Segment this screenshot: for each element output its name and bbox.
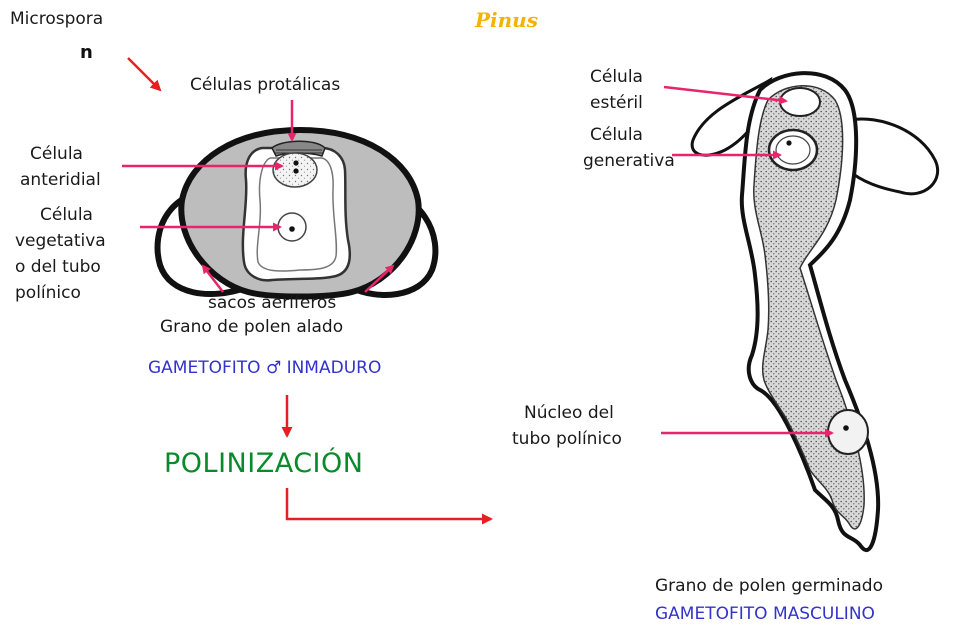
- arrow-to-germinated: [285, 488, 493, 525]
- sterile-label-line1: Célula: [590, 67, 643, 87]
- tube-nucleus: [827, 409, 869, 455]
- winged-pollen-grain: [154, 126, 439, 300]
- vegetative-label-line1: Célula: [40, 205, 93, 225]
- immature-stage-label: GAMETOFITO ♂ INMADURO: [148, 358, 382, 378]
- male-gametophyte-stage-label: GAMETOFITO MASCULINO: [655, 604, 875, 624]
- polinizacion-label: POLINIZACIÓN: [164, 448, 364, 479]
- antheridial-label-line2: anteridial: [20, 170, 101, 190]
- tube-nucleus-label-line1: Núcleo del: [524, 403, 614, 423]
- arrow-microspora: [127, 57, 162, 92]
- arrow-right-sac: [364, 264, 395, 293]
- arrow-sterile: [663, 85, 788, 105]
- tube-nucleus-label-line2: tubo polínico: [512, 429, 622, 449]
- arrow-left-sac: [201, 264, 224, 293]
- vegetative-label-line4: polínico: [15, 283, 81, 303]
- pointer-arrows: [122, 85, 834, 438]
- generative-label-line2: generativa: [583, 151, 675, 171]
- ploidy-label: n: [80, 42, 93, 63]
- flow-arrows: [127, 57, 493, 525]
- sterile-cell: [779, 87, 821, 117]
- germinated-grain-caption: Grano de polen germinado: [655, 576, 883, 596]
- vegetative-label-line3: o del tubo: [15, 257, 101, 277]
- protalic-cells-label: Células protálicas: [190, 75, 341, 95]
- vegetative-label-line2: vegetativa: [15, 231, 106, 251]
- microspora-label: Microspora: [10, 9, 104, 29]
- sterile-label-line2: estéril: [590, 93, 643, 113]
- germinated-pollen-grain: [690, 71, 939, 553]
- antheridial-label-line1: Célula: [30, 144, 83, 164]
- protalic-cells: [271, 140, 326, 157]
- generative-label-line1: Célula: [590, 125, 643, 145]
- winged-grain-caption: Grano de polen alado: [160, 317, 344, 337]
- germinated-wing: [846, 117, 939, 196]
- air-sacs-label: sacos aeríferos: [208, 293, 337, 313]
- diagram-title: Pinus: [475, 8, 538, 32]
